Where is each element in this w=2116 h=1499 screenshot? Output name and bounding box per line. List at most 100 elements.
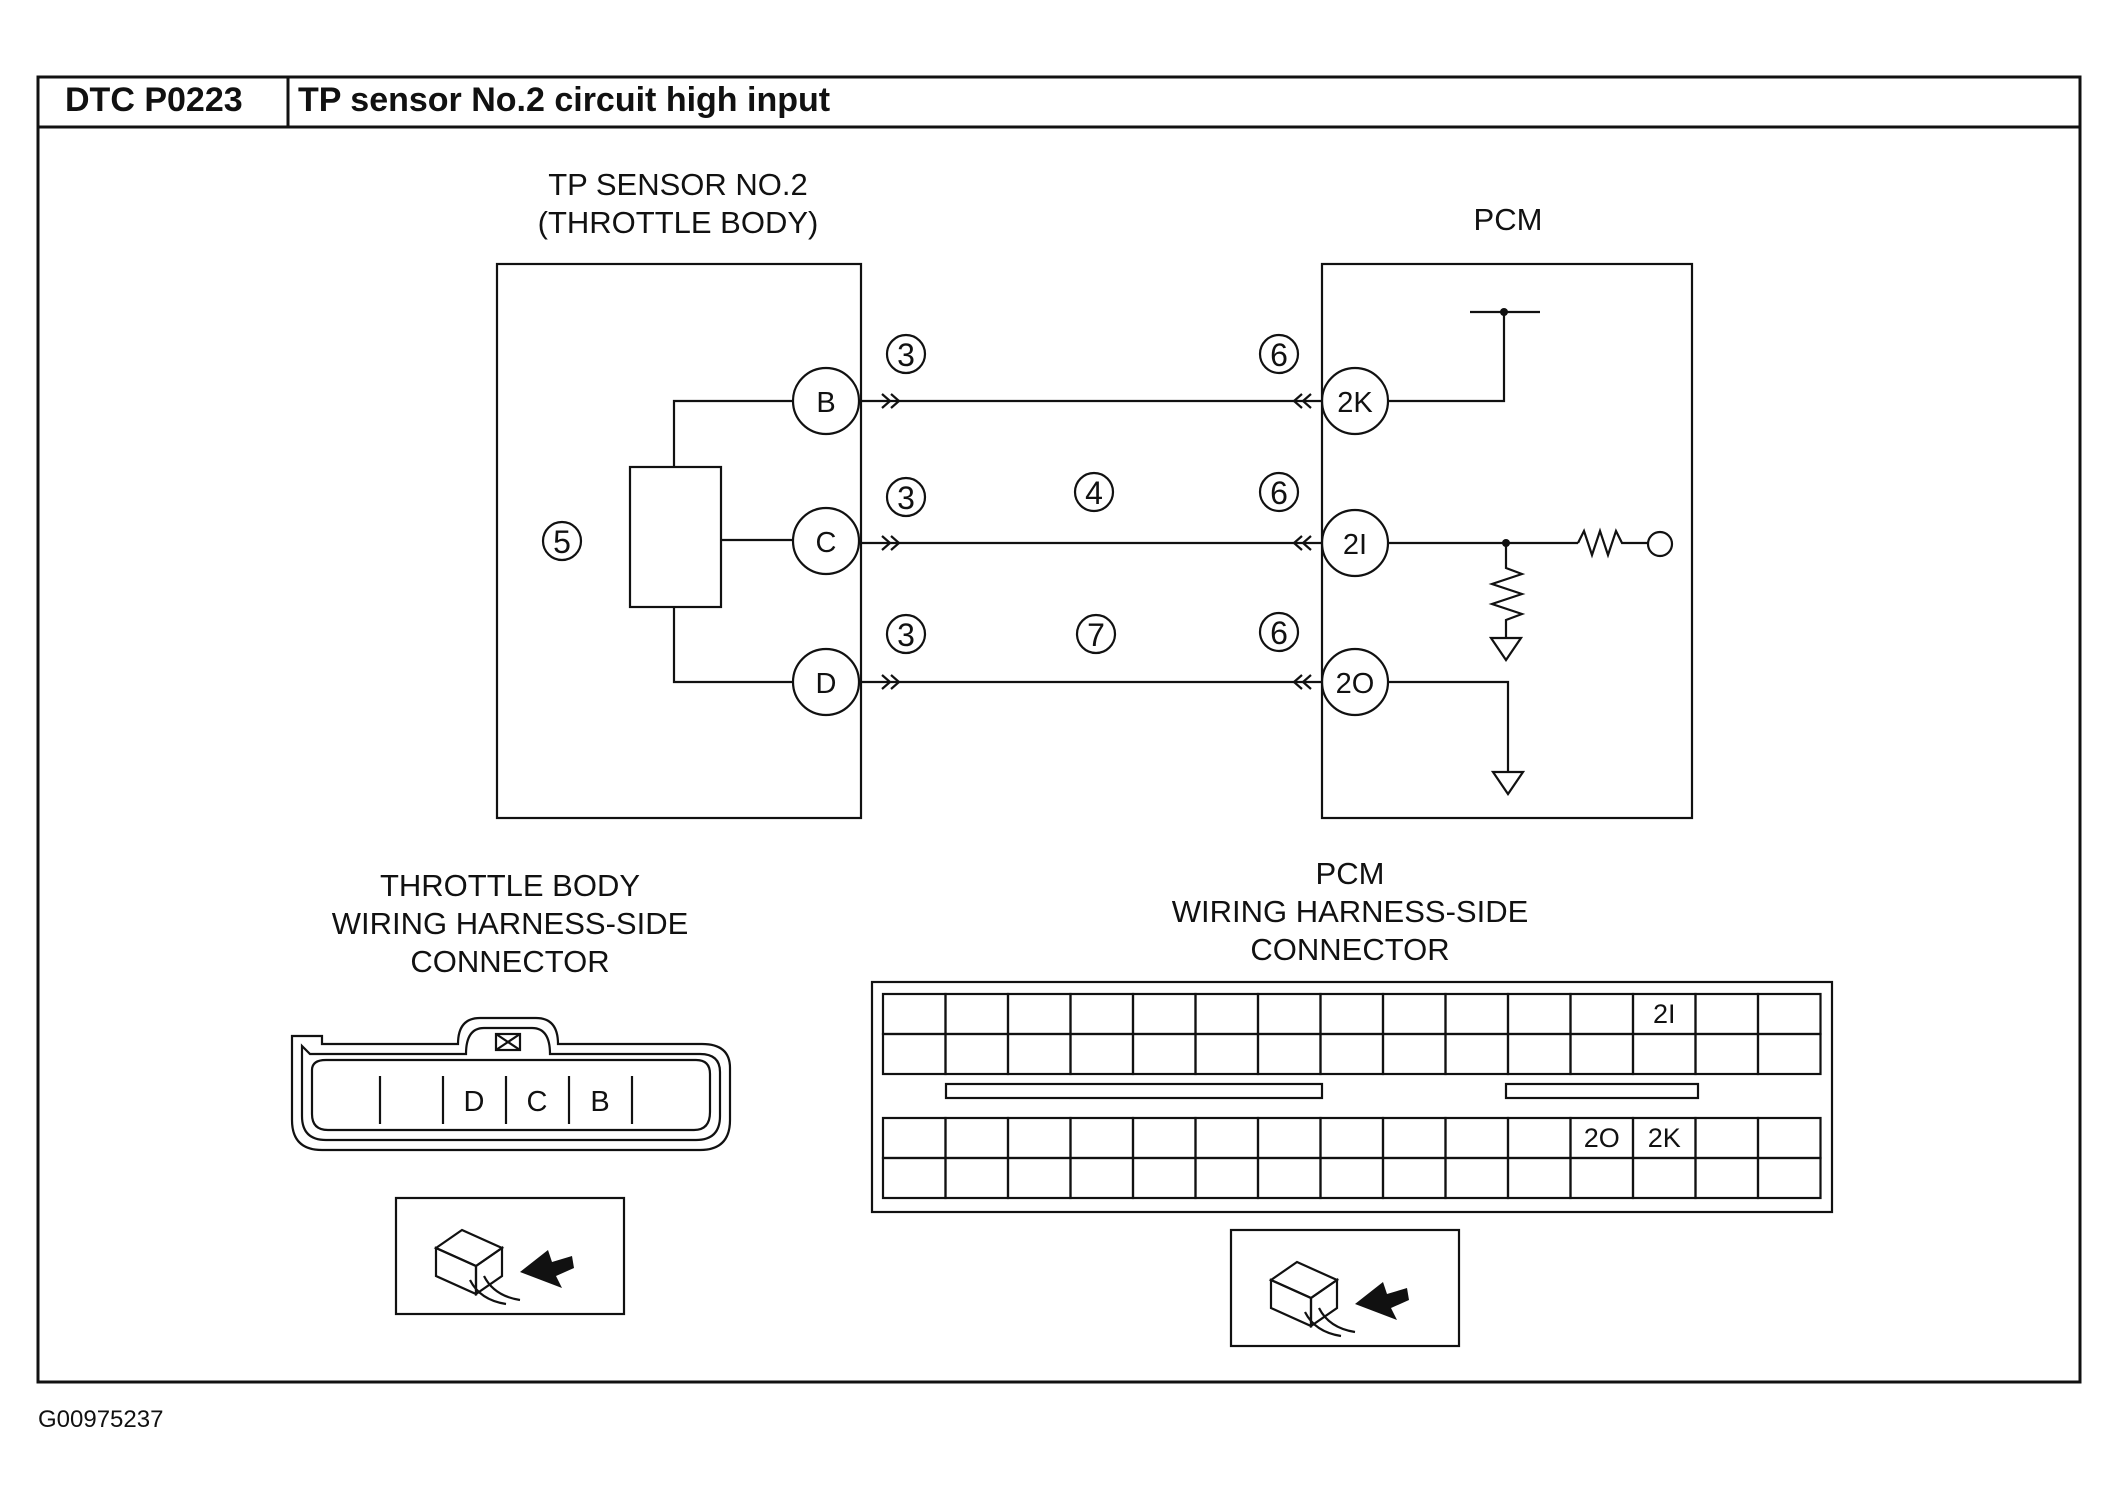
pcm-connector-bottom-cell	[1631, 1156, 1697, 1200]
pcm-pin-2o: 2O	[1320, 647, 1390, 717]
sensor-element-wire-b	[672, 399, 793, 467]
pcm-connector-top-cell	[1131, 1032, 1197, 1076]
sensor-element-wire-d	[672, 607, 793, 684]
pcm-connector-bottom-cell	[1256, 1156, 1322, 1200]
svg-text:6: 6	[1270, 337, 1288, 373]
wire-marker-6-2k: 6	[1258, 333, 1300, 375]
pcm-connector-top-cell	[1506, 1032, 1572, 1076]
pcm-connector-top-cell	[1756, 992, 1822, 1036]
pcm-connector-top-cell	[1694, 992, 1760, 1036]
pcm-connector-bottom-cell	[1381, 1156, 1447, 1200]
tp-sensor-box	[495, 262, 863, 820]
throttle-connector-cell-d: D	[464, 1086, 485, 1118]
pcm-connector-bottom-cell	[1694, 1116, 1760, 1160]
wire-marker-7: 7	[1075, 613, 1117, 655]
pcm-connector-top-cell	[1569, 992, 1635, 1036]
pcm-connector-top-cell	[1444, 992, 1510, 1036]
sensor-pin-c: C	[791, 506, 861, 576]
pcm-connector-bottom-cell	[1569, 1156, 1635, 1200]
pcm-connector-bottom-cell	[1381, 1116, 1447, 1160]
pcm-connector-bottom-cell	[1006, 1116, 1072, 1160]
pcm-internal-2k	[1388, 308, 1540, 403]
pcm-internal-2o	[1388, 680, 1526, 796]
pcm-connector-top-cell	[1319, 992, 1385, 1036]
pcm-connector-top-cell	[881, 992, 947, 1036]
pcm-connector-bottom-cell	[1756, 1156, 1822, 1200]
svg-text:3: 3	[897, 337, 915, 373]
pcm-connector-bottom-cell	[881, 1156, 947, 1200]
pcm-connector-top-cell	[1069, 1032, 1135, 1076]
pcm-connector-bottom-cell	[1319, 1156, 1385, 1200]
pcm-connector-top-cell	[1006, 992, 1072, 1036]
pcm-connector-top-cell	[1319, 1032, 1385, 1076]
wire-b-2k	[859, 393, 1322, 409]
pcm-connector-bottom-pin-label: 2O	[1584, 1123, 1620, 1153]
pcm-connector-bottom-cell	[1069, 1116, 1135, 1160]
wire-marker-3-c: 3	[885, 476, 927, 518]
svg-text:6: 6	[1270, 475, 1288, 511]
pcm-connector-bottom-cell	[1444, 1156, 1510, 1200]
pcm-connector-top-cell	[1444, 1032, 1510, 1076]
connector-view-icon	[394, 1196, 626, 1316]
svg-text:C: C	[816, 527, 837, 559]
pcm-pin-2i: 2I	[1320, 508, 1390, 578]
wire-marker-6-2i: 6	[1258, 471, 1300, 513]
pcm-connector-bottom-cell	[1006, 1156, 1072, 1200]
pcm-connector-top-cell	[1381, 992, 1447, 1036]
throttle-connector-label-line1: THROTTLE BODY	[380, 868, 640, 903]
pcm-connector-top-grid: 2I	[881, 992, 1822, 1076]
pcm-connector-top-cell	[1256, 992, 1322, 1036]
pcm-internal-2i	[1388, 527, 1674, 662]
sensor-pin-d: D	[791, 647, 861, 717]
pcm-connector-bottom-cell	[1131, 1156, 1197, 1200]
throttle-body-connector: D C B	[290, 1016, 732, 1152]
throttle-connector-label-line3: CONNECTOR	[410, 944, 609, 979]
pcm-connector-bottom-cell	[881, 1116, 947, 1160]
pcm-connector-top-cell	[1506, 992, 1572, 1036]
wire-marker-6-2o: 6	[1258, 611, 1300, 653]
pcm-connector-top-cell	[1194, 1032, 1260, 1076]
sensor-title-line1: TP SENSOR NO.2	[548, 167, 808, 202]
svg-text:4: 4	[1085, 475, 1103, 511]
pcm-connector-bottom-cell	[1444, 1116, 1510, 1160]
pcm-connector-bottom-cell	[944, 1156, 1010, 1200]
pcm-pin-2k: 2K	[1320, 366, 1390, 436]
svg-text:6: 6	[1270, 615, 1288, 651]
wire-marker-3-b: 3	[885, 333, 927, 375]
svg-text:2K: 2K	[1337, 387, 1373, 419]
pcm-connector-view-icon	[1229, 1228, 1461, 1348]
pcm-connector-top-cell	[944, 1032, 1010, 1076]
svg-text:3: 3	[897, 480, 915, 516]
pcm-connector-bottom-cell	[1506, 1156, 1572, 1200]
pcm-connector-bottom-cell	[1069, 1156, 1135, 1200]
wire-marker-4: 4	[1073, 471, 1115, 513]
region-marker-5: 5	[541, 520, 583, 562]
svg-text:7: 7	[1087, 617, 1105, 653]
pcm-connector-top-cell	[1756, 1032, 1822, 1076]
sensor-element	[628, 465, 723, 609]
pcm-connector-top-cell	[1256, 1032, 1322, 1076]
wire-d-2o	[859, 674, 1322, 690]
pcm-connector-top-cell	[1194, 992, 1260, 1036]
pcm-connector-bottom-cell	[1506, 1116, 1572, 1160]
throttle-connector-label-line2: WIRING HARNESS-SIDE	[332, 906, 689, 941]
pcm-connector-top-cell	[1131, 992, 1197, 1036]
diagram-frame	[36, 75, 2082, 1384]
pcm-connector-top-cell	[1569, 1032, 1635, 1076]
pcm-connector-label-line1: PCM	[1316, 856, 1385, 891]
pcm-connector-bottom-cell	[1694, 1156, 1760, 1200]
pcm-connector-bottom-cell	[1256, 1116, 1322, 1160]
pcm-connector-top-cell	[944, 992, 1010, 1036]
pcm-connector-label-line3: CONNECTOR	[1250, 932, 1449, 967]
pcm-connector-label-line2: WIRING HARNESS-SIDE	[1172, 894, 1529, 929]
svg-text:B: B	[816, 387, 835, 419]
pcm-connector-bottom-cell	[1131, 1116, 1197, 1160]
pcm-connector-bottom-cell	[1319, 1116, 1385, 1160]
pcm-connector-top-cell	[881, 1032, 947, 1076]
wire-marker-3-d: 3	[885, 613, 927, 655]
svg-text:D: D	[816, 668, 837, 700]
throttle-connector-cell-b: B	[590, 1086, 609, 1118]
pcm-connector-bottom-cell	[1194, 1116, 1260, 1160]
